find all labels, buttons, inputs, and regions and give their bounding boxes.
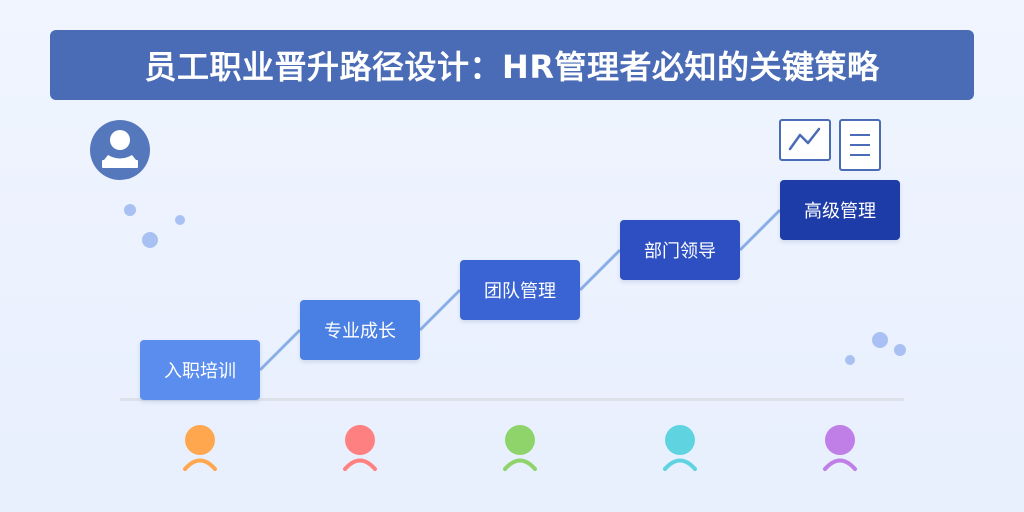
line-chart-icon: [779, 119, 831, 161]
step-professional-growth: 专业成长: [300, 300, 420, 360]
baseline-divider: [120, 398, 904, 401]
decor-dot: [894, 344, 906, 356]
step-department-leader: 部门领导: [620, 220, 740, 280]
person-icon: [183, 425, 217, 471]
step-label: 高级管理: [804, 201, 876, 222]
step-team-management: 团队管理: [460, 260, 580, 320]
decor-dot: [175, 215, 185, 225]
step-label: 团队管理: [484, 281, 556, 302]
document-icon: [839, 119, 881, 171]
connector-line: [418, 288, 462, 332]
connector-line: [578, 248, 622, 292]
user-avatar-icon: [90, 120, 150, 180]
decor-dot: [124, 204, 136, 216]
step-label: 入职培训: [164, 361, 236, 382]
person-icon: [503, 425, 537, 471]
step-label: 部门领导: [644, 241, 716, 262]
decor-dot: [142, 232, 158, 248]
step-senior-management: 高级管理: [780, 180, 900, 240]
step-label: 专业成长: [324, 321, 396, 342]
person-icon: [823, 425, 857, 471]
person-icon: [663, 425, 697, 471]
step-onboarding: 入职培训: [140, 340, 260, 400]
connector-line: [258, 328, 302, 372]
person-icon: [343, 425, 377, 471]
decor-dot: [872, 332, 888, 348]
decor-dot: [845, 355, 855, 365]
page-title: 员工职业晋升路径设计：HR管理者必知的关键策略: [144, 48, 880, 86]
connector-line: [738, 208, 782, 252]
title-bar: 员工职业晋升路径设计：HR管理者必知的关键策略: [50, 30, 974, 100]
